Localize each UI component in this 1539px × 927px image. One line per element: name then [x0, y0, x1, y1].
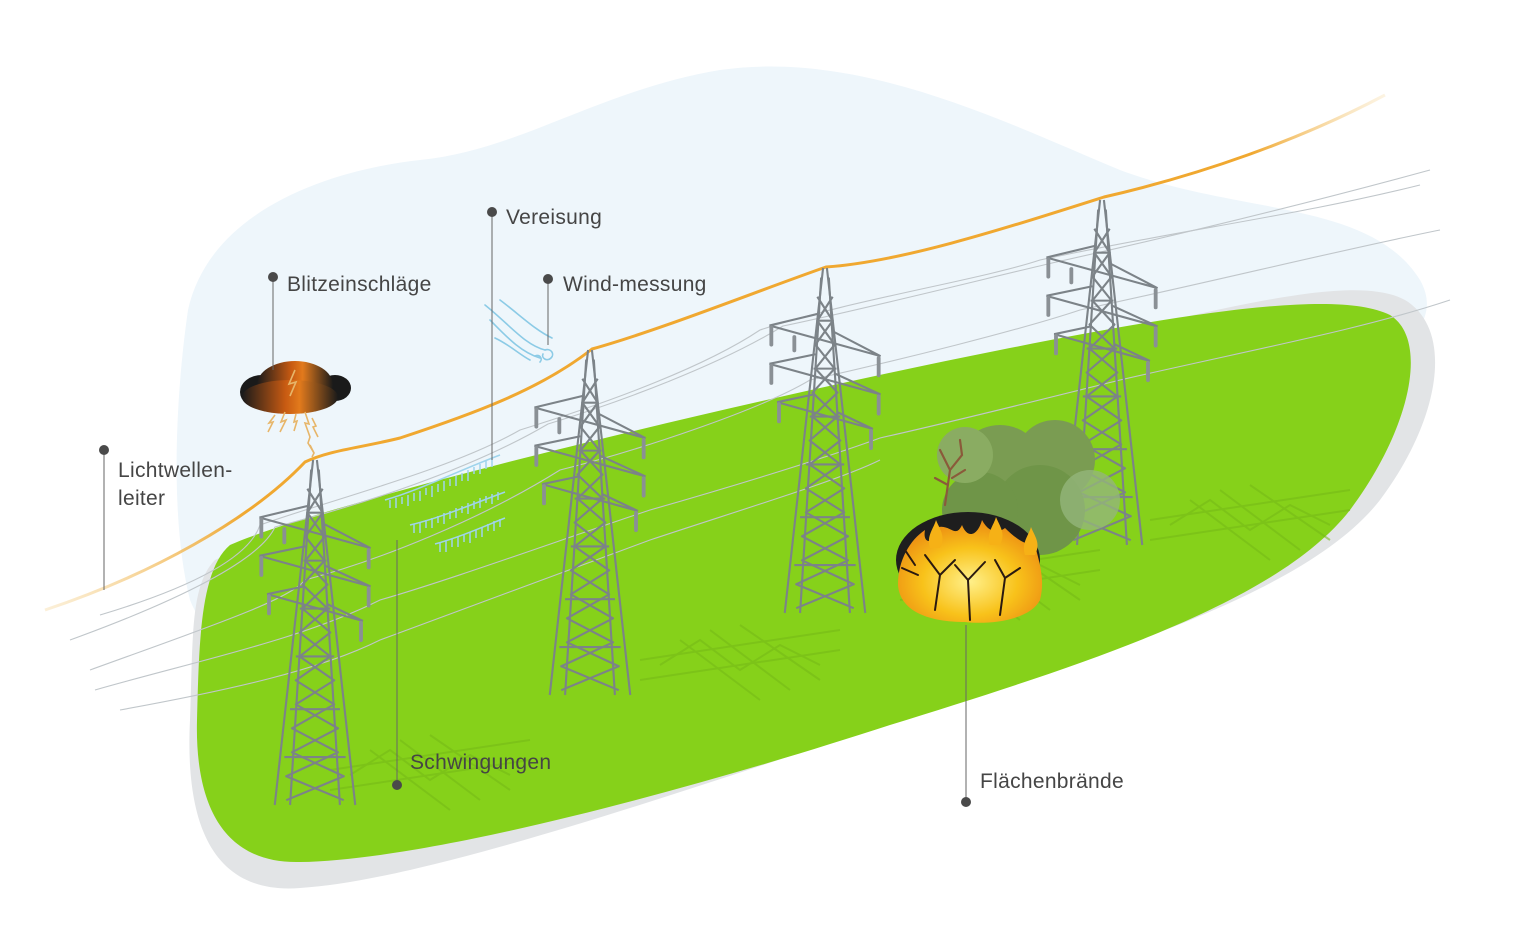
label-lichtwellenleiter-line1: Lichtwellen- [118, 459, 233, 482]
label-schwingungen: Schwingungen [410, 751, 552, 774]
leader-lines [99, 207, 971, 807]
fiber-optic-cable [44, 93, 1386, 612]
label-lichtwellenleiter: Lichtwellen- leiter [118, 457, 233, 513]
icicles-icon [384, 454, 506, 552]
bushfire-icon [896, 512, 1043, 623]
dead-tree-icon [933, 438, 967, 507]
thunderstorm-cloud-icon [240, 361, 351, 458]
label-windmessung: Wind-messung [563, 273, 707, 296]
label-blitzeinschlaege: Blitzeinschläge [287, 273, 432, 296]
label-flaechenbraende: Flächenbrände [980, 770, 1124, 793]
ground-field [196, 303, 1411, 863]
label-lichtwellenleiter-line2: leiter [118, 487, 166, 510]
conductor-lines [69, 169, 1451, 711]
label-vereisung: Vereisung [506, 206, 603, 229]
